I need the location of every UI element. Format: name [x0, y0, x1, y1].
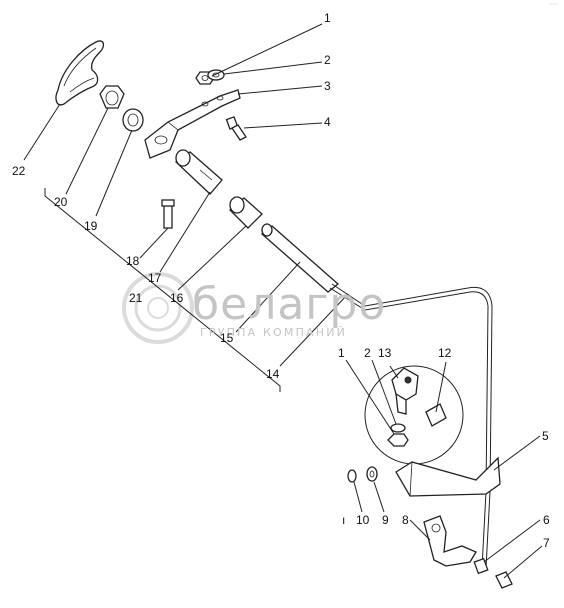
- callout-14: 14: [266, 367, 280, 381]
- callout-21: 21: [129, 291, 143, 305]
- part-13-clamp: [391, 367, 419, 415]
- part-12-bolt: [425, 403, 447, 427]
- watermark-logo-icon: [122, 272, 194, 344]
- callout-5: 5: [542, 429, 549, 443]
- callout-2b: 2: [364, 346, 371, 360]
- part-8-lever: [423, 515, 477, 567]
- callout-19: 19: [84, 219, 98, 233]
- part-16-fitting: [229, 196, 263, 229]
- part-2-washer-inset: [390, 423, 406, 433]
- callout-12: 12: [438, 346, 452, 360]
- callout-13: 13: [378, 346, 392, 360]
- callout-8: 8: [402, 513, 409, 527]
- callout-18: 18: [126, 254, 140, 268]
- callout-bar: ı: [342, 513, 346, 527]
- callout-4: 4: [324, 115, 331, 129]
- part-4-bolt: [225, 116, 247, 141]
- part-19-washer: [122, 108, 144, 132]
- part-3-bracket: [144, 89, 241, 159]
- part-22-handle-knob: [55, 40, 105, 106]
- watermark-tagline: ГРУППА КОМПАНИЙ: [200, 326, 348, 339]
- callout-10: 10: [356, 513, 370, 527]
- callout-22: 22: [12, 164, 26, 178]
- callout-15: 15: [220, 331, 234, 345]
- leader-lines: [23, 23, 543, 579]
- part-15-rod: [260, 223, 340, 293]
- callout-1: 1: [324, 11, 331, 25]
- part-9-washer: [366, 466, 378, 482]
- part-1-nut-inset: [387, 433, 409, 447]
- part-5-bracket: [395, 456, 501, 497]
- callout-20: 20: [54, 195, 68, 209]
- part-7-bolt: [495, 571, 513, 589]
- callout-3: 3: [324, 79, 331, 93]
- cable-tube: [329, 287, 489, 569]
- callout-2: 2: [324, 53, 331, 67]
- callout-6: 6: [543, 513, 550, 527]
- part-10-washer: [347, 469, 357, 483]
- callout-7: 7: [543, 536, 550, 550]
- callout-9: 9: [382, 513, 389, 527]
- assembly-group-bracket: [44, 188, 281, 392]
- watermark-brand: белагро: [192, 279, 387, 330]
- part-20-hex-nut: [99, 85, 125, 109]
- corner-mark: ~~~: [549, 2, 558, 8]
- part-18-stud: [161, 199, 175, 229]
- part-17-fitting: [174, 149, 223, 195]
- callout-17: 17: [148, 271, 162, 285]
- callout-1b: 1: [338, 346, 345, 360]
- callout-16: 16: [170, 291, 184, 305]
